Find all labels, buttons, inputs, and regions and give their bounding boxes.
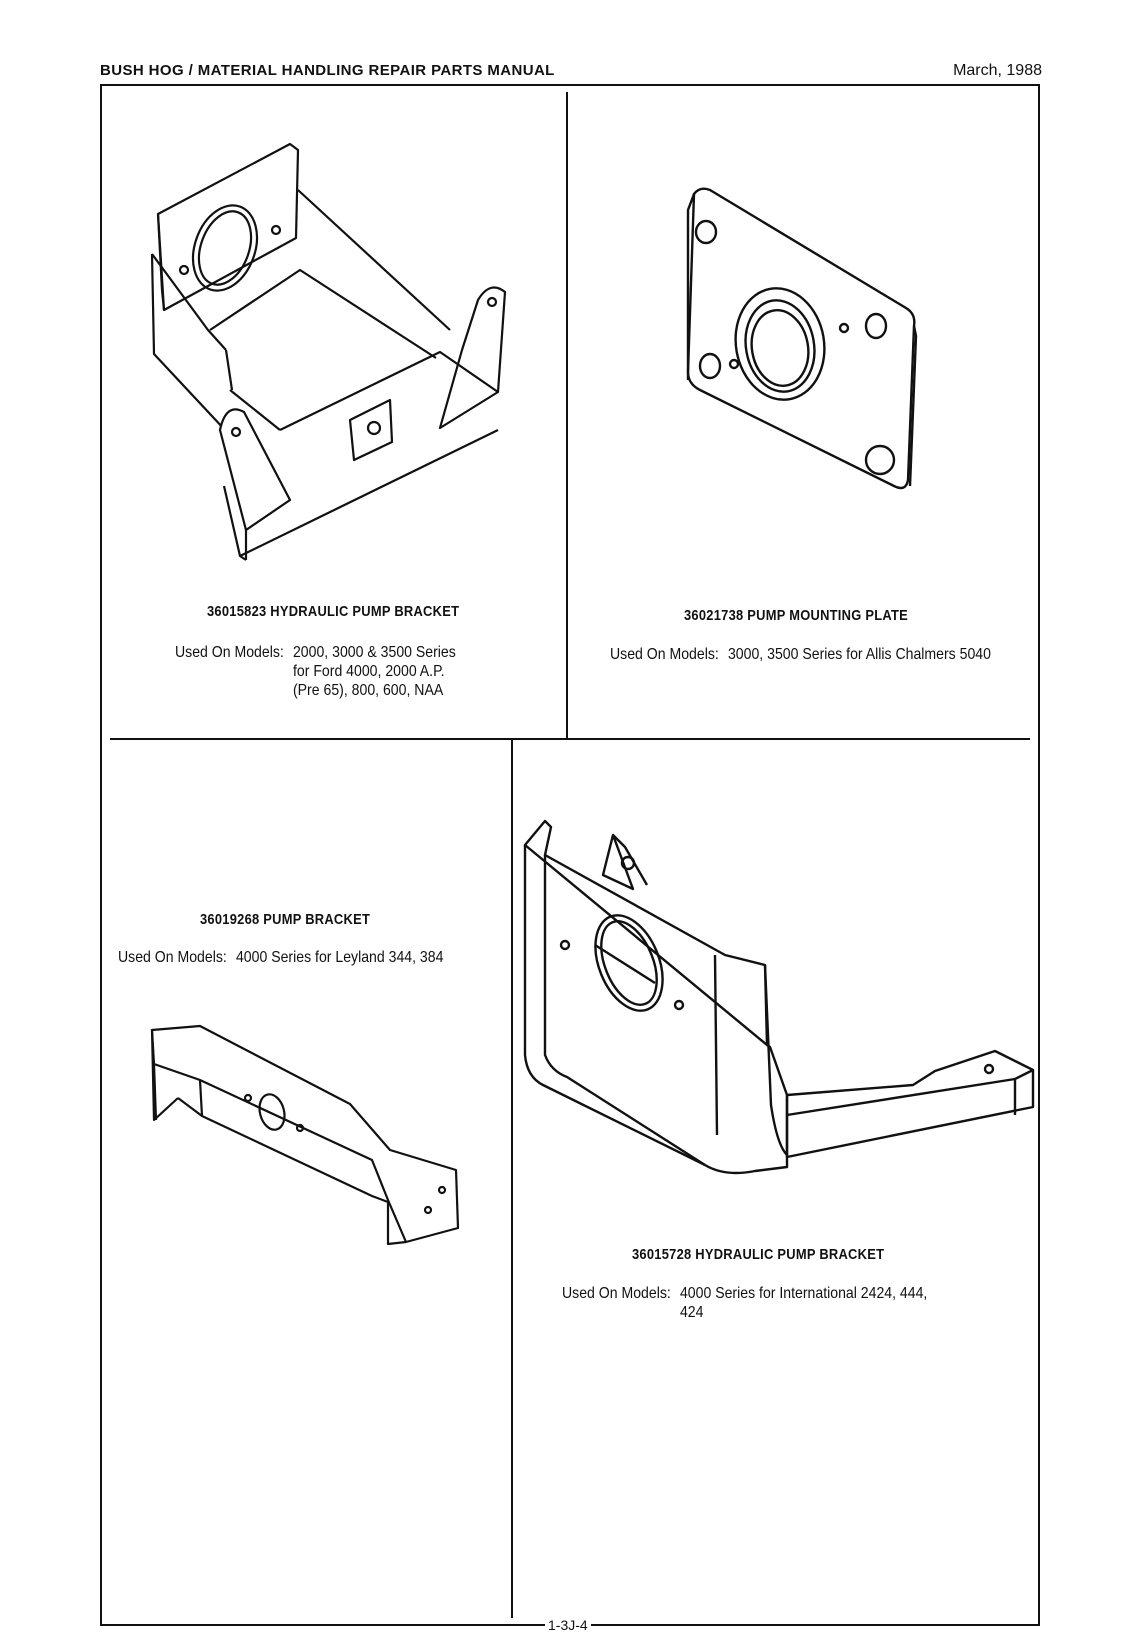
page-number: 1-3J-4	[545, 1617, 591, 1633]
frame-left-line	[100, 84, 102, 1626]
vertical-divider-top	[566, 92, 568, 740]
part-3-used-on-label: Used On Models:	[118, 949, 227, 966]
hydraulic-pump-bracket-illustration	[140, 130, 530, 580]
part-1-models-line: 2000, 3000 & 3500 Series	[292, 644, 456, 661]
part-2-usage: Used On Models: 3000, 3500 Series for Al…	[610, 645, 991, 664]
part-1-models-line: for Ford 4000, 2000 A.P.	[292, 663, 445, 680]
part-4-models-line: 4000 Series for International 2424, 444,	[679, 1285, 928, 1302]
part-4-title: 36015728 HYDRAULIC PUMP BRACKET	[632, 1246, 885, 1263]
page-header-title: BUSH HOG / MATERIAL HANDLING REPAIR PART…	[100, 62, 555, 79]
part-1-used-on-label: Used On Models:	[175, 644, 284, 661]
part-4-usage: Used On Models: 4000 Series for Internat…	[562, 1284, 927, 1322]
hydraulic-pump-bracket-l-illustration	[515, 815, 1040, 1185]
part-2-models-line: 3000, 3500 Series for Allis Chalmers 504…	[727, 646, 991, 663]
frame-top-line	[100, 84, 1040, 86]
part-2-title: 36021738 PUMP MOUNTING PLATE	[684, 607, 908, 624]
part-4-used-on-label: Used On Models:	[562, 1285, 671, 1302]
horizontal-divider	[110, 738, 1030, 740]
part-1-title: 36015823 HYDRAULIC PUMP BRACKET	[207, 603, 460, 620]
page-header-date: March, 1988	[953, 62, 1042, 79]
pump-mounting-plate-illustration	[670, 180, 930, 500]
vertical-divider-bottom	[511, 740, 513, 1618]
part-3-usage: Used On Models: 4000 Series for Leyland …	[118, 948, 443, 967]
part-3-models-line: 4000 Series for Leyland 344, 384	[235, 949, 444, 966]
frame-right-line	[1038, 84, 1040, 1626]
part-1-usage: Used On Models: 2000, 3000 & 3500 Series…	[175, 643, 456, 700]
part-3-title: 36019268 PUMP BRACKET	[200, 911, 371, 928]
pump-bracket-illustration	[140, 1020, 470, 1250]
part-2-used-on-label: Used On Models:	[610, 646, 719, 663]
part-1-models-line: (Pre 65), 800, 600, NAA	[292, 682, 444, 699]
part-4-models-line: 424	[679, 1304, 704, 1321]
